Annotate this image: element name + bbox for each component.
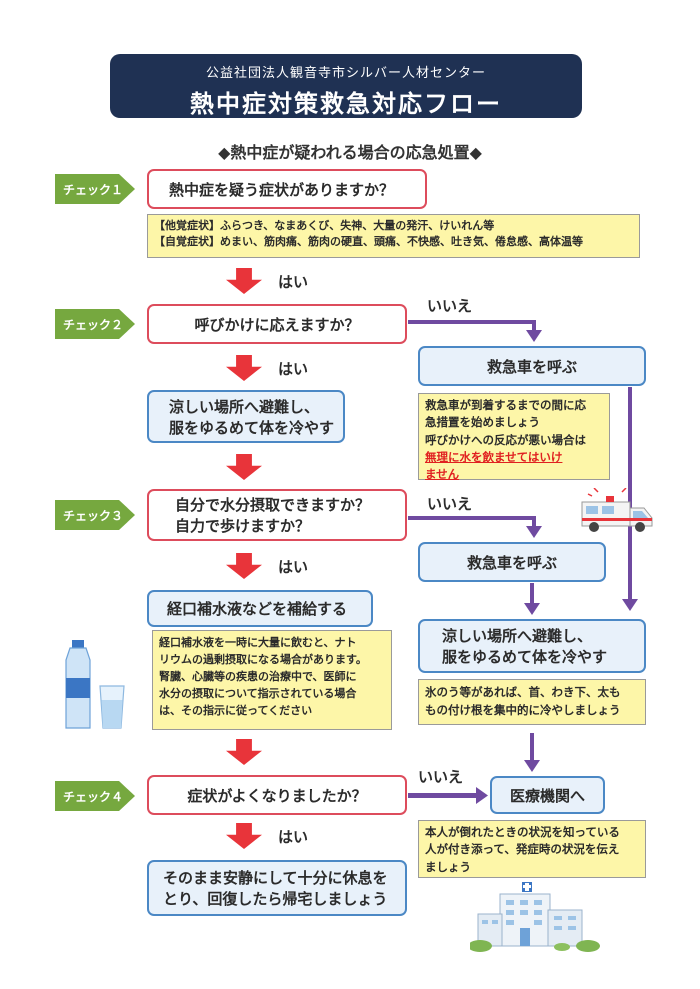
- symptoms-objective: 【他覚症状】ふらつき、なまあくび、失神、大量の発汗、けいれん等: [154, 219, 495, 232]
- yes-arrow-3b: [226, 739, 262, 765]
- ice-to-hospital-arrowhead: [524, 760, 540, 772]
- no-connector-3v: [532, 516, 536, 528]
- no-connector-2h: [408, 320, 536, 324]
- cool-line: 服をゆるめて体を冷やす: [169, 418, 335, 437]
- no-connector-3h: [408, 516, 536, 520]
- ice-to-hospital-line: [530, 733, 534, 763]
- no-label-4: いいえ: [418, 768, 464, 786]
- note-line: もの付け根を集中的に冷やしましょう: [425, 703, 621, 718]
- oral-rehydration-note: 経口補水液を一時に大量に飲むと、ナト リウムの過剰摂取になる場合があります。 腎…: [152, 630, 392, 730]
- rest-line: とり、回復したら帰宅しましょう: [163, 890, 388, 908]
- check-1-question: 熱中症を疑う症状がありますか？: [147, 169, 427, 209]
- check-3-tag: チェック３: [55, 500, 135, 530]
- note-line: 急措置を始めましょう: [425, 415, 540, 430]
- check-1-symptoms: 【他覚症状】ふらつき、なまあくび、失神、大量の発汗、けいれん等 【自覚症状】めま…: [147, 214, 640, 258]
- note-line: は、その指示に従ってください: [159, 704, 313, 718]
- no-label-3: いいえ: [427, 495, 473, 513]
- yes-label-3: はい: [278, 558, 309, 576]
- section-subtitle: ◆熱中症が疑われる場合の応急処置◆: [218, 143, 482, 162]
- yes-arrow-3: [226, 553, 262, 579]
- no-connector-4h: [408, 793, 478, 798]
- warning-no-water: ません: [425, 467, 460, 481]
- note-line: 氷のう等があれば、首、わき下、太も: [425, 685, 621, 699]
- check-2-question: 呼びかけに応えますか？: [147, 304, 407, 344]
- header-banner: 公益社団法人観音寺市シルバー人材センター 熱中症対策救急対応フロー: [110, 54, 582, 118]
- rest-and-recover-box: そのまま安静にして十分に休息を とり、回復したら帰宅しましょう: [147, 860, 407, 916]
- note-line: 救急車が到着するまでの間に応: [425, 398, 586, 412]
- note-line: 経口補水液を一時に大量に飲むと、ナト: [159, 636, 357, 649]
- note-line: ましょう: [425, 859, 471, 874]
- no-label-2: いいえ: [427, 297, 473, 315]
- call-ambulance-box-2: 救急車を呼ぶ: [418, 542, 606, 582]
- yes-label-4: はい: [278, 828, 309, 846]
- hospital-icon: [470, 882, 600, 952]
- right-long-arrowhead: [622, 599, 638, 611]
- go-to-hospital-box: 医療機関へ: [490, 776, 605, 814]
- ice-pack-note: 氷のう等があれば、首、わき下、太も もの付け根を集中的に冷やしましょう: [418, 679, 646, 725]
- call-ambulance-box-1: 救急車を呼ぶ: [418, 346, 646, 386]
- yes-label-1: はい: [278, 273, 309, 291]
- yes-arrow-4: [226, 823, 262, 849]
- check-4-tag: チェック４: [55, 781, 135, 811]
- no-arrowhead-3: [526, 526, 542, 538]
- cool-line: 涼しい場所へ避難し、: [442, 627, 593, 645]
- cool-line: 涼しい場所へ避難し、: [169, 397, 320, 416]
- note-line: リウムの過剰摂取になる場合があります。: [159, 653, 367, 667]
- hospital-note: 本人が倒れたときの状況を知っている 人が付き添って、発症時の状況を伝え ましょう: [418, 820, 646, 878]
- ambulance-wait-note: 救急車が到着するまでの間に応 急措置を始めましょう 呼びかけへの反応が悪い場合は…: [418, 393, 610, 481]
- cool-down-box-1: 涼しい場所へ避難し、 服をゆるめて体を冷やす: [147, 390, 345, 443]
- check-4-question: 症状がよくなりましたか？: [147, 775, 407, 815]
- organization-name: 公益社団法人観音寺市シルバー人材センター: [205, 66, 486, 81]
- no-connector-2v: [532, 320, 536, 332]
- question-line: 自力で歩けますか？: [175, 517, 311, 535]
- note-line: 本人が倒れたときの状況を知っている: [425, 825, 620, 839]
- rest-line: そのまま安静にして十分に休息を: [163, 869, 388, 887]
- water-bottle-icon: [65, 640, 125, 729]
- note-line: 呼びかけへの反応が悪い場合は: [425, 432, 586, 447]
- no-arrowhead-2: [526, 330, 542, 342]
- note-line: 水分の摂取について指示されている場合: [159, 687, 357, 701]
- oral-rehydration-box: 経口補水液などを補給する: [147, 590, 373, 627]
- yes-arrow-1: [226, 268, 262, 294]
- yes-arrow-2b: [226, 454, 262, 480]
- check-1-tag: チェック１: [55, 174, 135, 204]
- note-line: 人が付き添って、発症時の状況を伝え: [425, 842, 620, 857]
- page-title: 熱中症対策救急対応フロー: [190, 90, 502, 118]
- ambulance-to-cool-line: [530, 583, 534, 605]
- no-arrowhead-4: [476, 787, 488, 804]
- check-2-tag: チェック２: [55, 309, 135, 339]
- warning-no-water: 無理に水を飲ませてはいけ: [425, 449, 563, 464]
- check-3-question: 自分で水分摂取できますか？ 自力で歩けますか？: [147, 489, 407, 541]
- right-long-line: [628, 387, 632, 601]
- ambulance-icon: [581, 488, 653, 532]
- symptoms-subjective: 【自覚症状】めまい、筋肉痛、筋肉の硬直、頭痛、不快感、吐き気、倦怠感、高体温等: [154, 234, 583, 248]
- ambulance-to-cool-arrowhead: [524, 603, 540, 615]
- question-line: 自分で水分摂取できますか？: [175, 496, 371, 514]
- note-line: 腎臓、心臓等の疾患の治療中で、医師に: [159, 670, 357, 684]
- yes-arrow-2: [226, 355, 262, 381]
- cool-line: 服をゆるめて体を冷やす: [442, 648, 608, 666]
- cool-down-box-2: 涼しい場所へ避難し、 服をゆるめて体を冷やす: [418, 619, 646, 673]
- yes-label-2: はい: [278, 360, 309, 378]
